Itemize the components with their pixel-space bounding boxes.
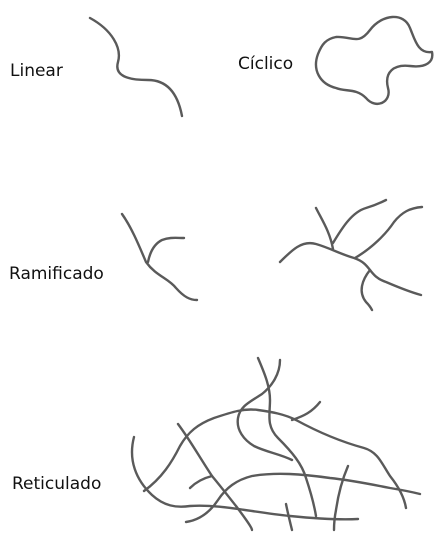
linear-chain-group (90, 18, 182, 116)
label-linear: Linear (10, 61, 63, 81)
network-chain-7 (292, 402, 320, 420)
branched-large-group (280, 200, 422, 310)
label-branched: Ramificado (9, 264, 104, 284)
branched-small-main-chain (122, 214, 197, 300)
label-crosslinked: Reticulado (12, 474, 101, 494)
network-chain-5 (258, 358, 316, 516)
network-chain-10 (190, 476, 212, 488)
branched-large-branch-right (333, 200, 386, 243)
branched-large-branch-down (362, 270, 372, 310)
cyclic-ring (316, 17, 432, 104)
network-chain-2 (144, 409, 406, 508)
branched-large-branch-far-right (355, 207, 422, 258)
label-cyclic: Cíclico (238, 54, 293, 74)
crosslinked-network-group (132, 358, 420, 530)
network-chain-3 (178, 424, 252, 530)
linear-chain (90, 18, 182, 116)
cyclic-chain-group (316, 17, 432, 104)
branched-small-group (122, 214, 197, 300)
network-chain-4 (186, 474, 420, 522)
branched-large-main-chain (280, 243, 421, 295)
branched-large-branch-up (316, 208, 333, 249)
branched-small-branch (148, 238, 184, 262)
